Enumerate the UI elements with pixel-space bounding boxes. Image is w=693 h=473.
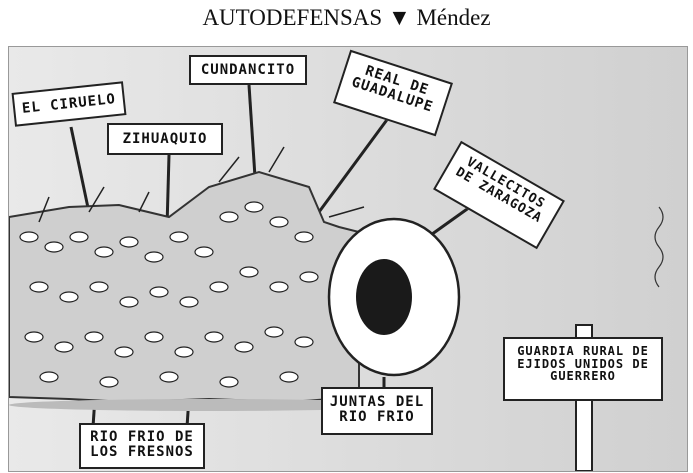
- crowd-heads: [19, 201, 319, 388]
- sign-rio-frio-de-los-fresnos: RIO FRIO DE LOS FRESNOS: [79, 423, 205, 469]
- sign-cundancito: CUNDANCITO: [189, 55, 307, 85]
- sign-zihuaquio: ZIHUAQUIO: [107, 123, 223, 155]
- sign-guardia-rural: GUARDIA RURAL DE EJIDOS UNIDOS DE GUERRE…: [503, 337, 663, 401]
- cartoon-panel: EL CIRUELO CUNDANCITO ZIHUAQUIO REAL DE …: [8, 46, 688, 472]
- artist-signature: [654, 206, 664, 288]
- cartoon-illustration: [9, 84, 664, 471]
- sign-juntas-del-rio-frio: JUNTAS DEL RIO FRIO: [321, 387, 433, 435]
- rifles: [38, 146, 365, 223]
- crowd-mass: [9, 170, 360, 404]
- cannon-bore: [356, 259, 412, 335]
- ground-shadow: [9, 399, 409, 411]
- cartoon-title: AUTODEFENSAS ▼ Méndez: [202, 5, 491, 30]
